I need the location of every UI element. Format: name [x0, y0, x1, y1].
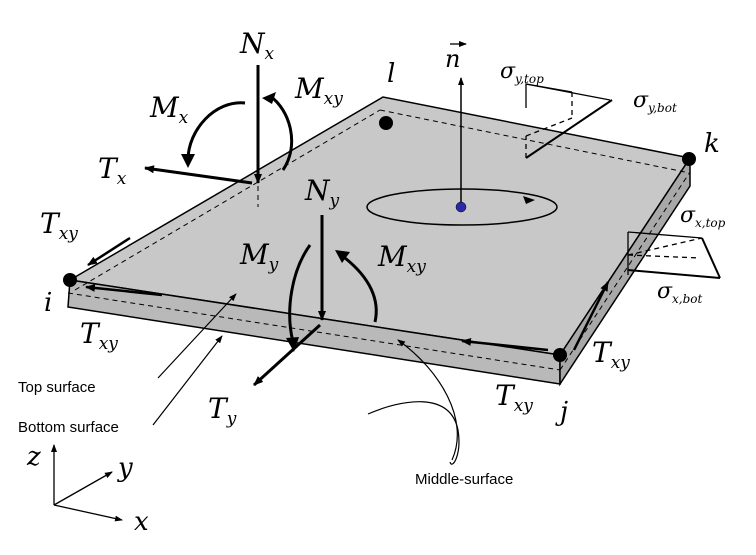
label-mx: Mx: [149, 91, 189, 128]
corner-nodes: [63, 116, 696, 362]
leader-lines: [152, 293, 460, 465]
label-txy-right: Txy: [592, 336, 630, 373]
node-label-i: i: [44, 288, 52, 318]
label-ty: Ty: [208, 392, 237, 429]
label-sigma-x-bot: σx,bot: [657, 279, 703, 306]
node-j: [553, 348, 567, 362]
axis-label-y: y: [117, 453, 133, 483]
node-label-k: k: [704, 129, 720, 159]
normal-label: n: [445, 45, 460, 73]
center-force-group: [252, 215, 378, 387]
sigma-y-stress-block: [525, 83, 613, 159]
right-shear-arrows: [461, 281, 610, 352]
left-shear-arrows: [85, 236, 163, 297]
label-txy-lower-left: Txy: [80, 317, 118, 354]
label-mxy-left: Mxy: [294, 72, 343, 109]
node-label-j: j: [555, 397, 568, 427]
caption-top-surface: Top surface: [18, 379, 96, 396]
center-point: [455, 201, 467, 213]
label-txy-upper-left: Txy: [40, 207, 78, 244]
sigma-x-stress-block: [627, 231, 721, 279]
node-l: [379, 116, 393, 130]
caption-bottom-surface: Bottom surface: [18, 419, 119, 436]
node-label-l: l: [387, 59, 395, 89]
label-tx: Tx: [98, 152, 127, 189]
node-k: [682, 152, 696, 166]
left-force-group: [144, 65, 294, 185]
label-my: My: [239, 238, 279, 275]
label-nx: Nx: [239, 27, 275, 64]
label-ny: Ny: [304, 174, 340, 211]
coordinate-axes: [51, 444, 123, 522]
label-sigma-y-top: σy,top: [500, 59, 544, 86]
label-sigma-x-top: σx,top: [680, 203, 726, 230]
label-mxy-center: Mxy: [377, 240, 426, 277]
normal-vector: [366, 77, 558, 226]
label-sigma-y-bot: σy,bot: [633, 88, 677, 115]
axis-label-x: x: [134, 507, 149, 537]
axis-label-z: z: [26, 442, 41, 472]
label-txy-bottom: Txy: [495, 379, 533, 416]
caption-middle-surface: Middle-surface: [415, 471, 513, 488]
node-i: [63, 273, 77, 287]
